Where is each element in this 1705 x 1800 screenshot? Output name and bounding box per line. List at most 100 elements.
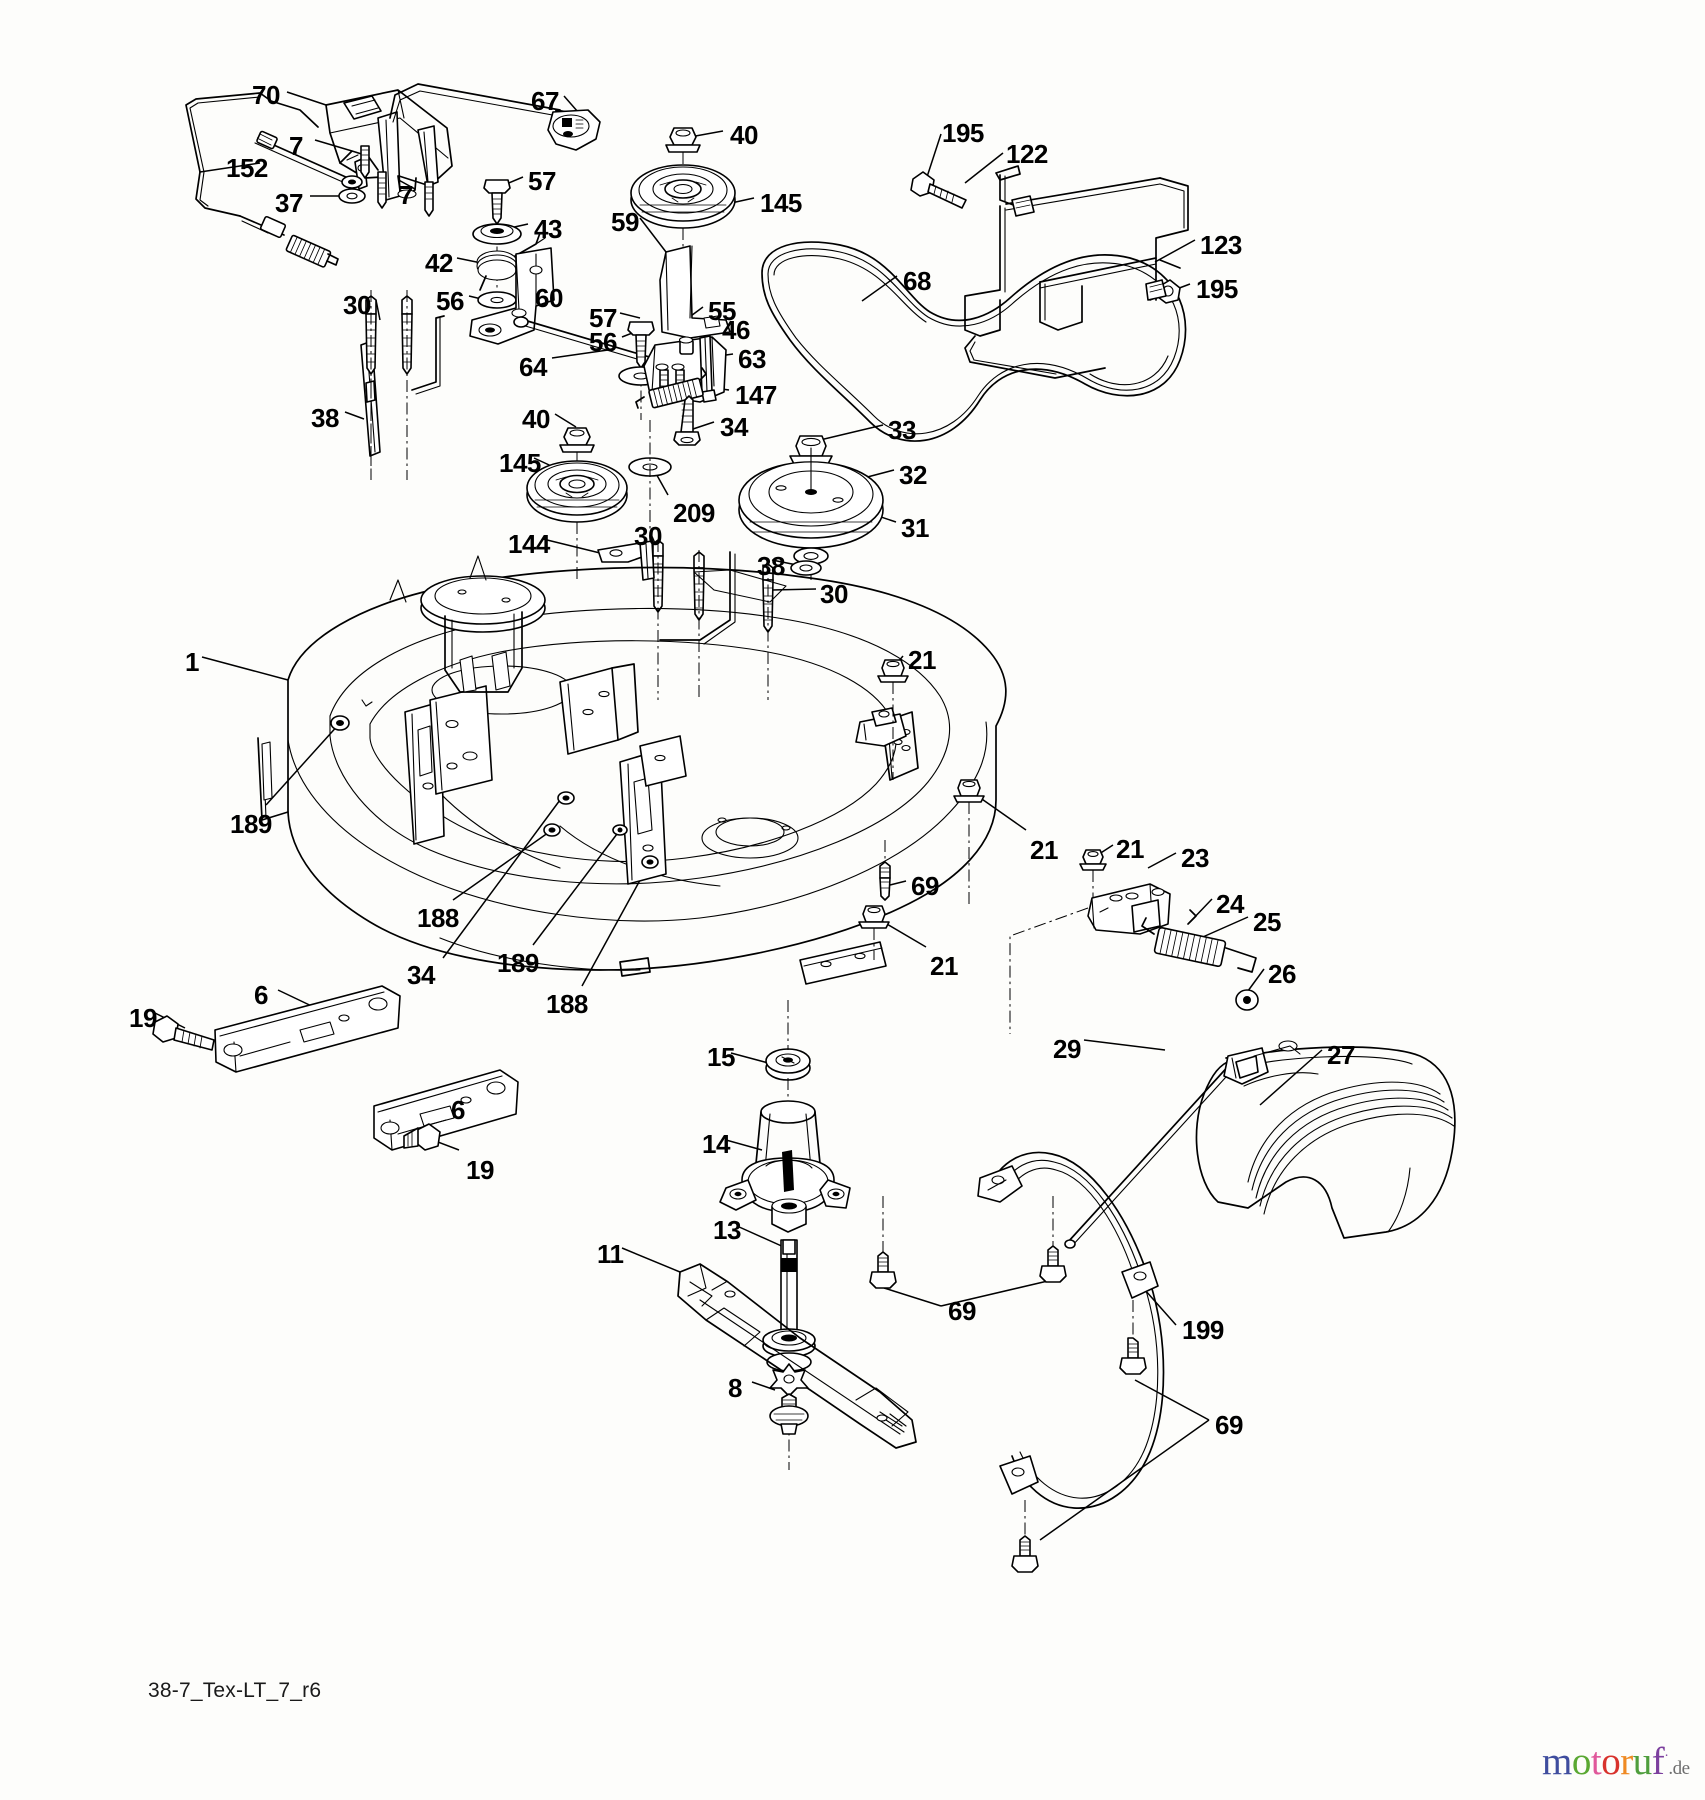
- callout-189a: 189: [230, 809, 272, 839]
- callout-60: 60: [535, 283, 563, 313]
- callout-40a: 40: [730, 120, 758, 150]
- drawing-revision-code: 38-7_Tex-LT_7_r6: [148, 1679, 322, 1702]
- part-guide-rod-123: [964, 177, 1189, 379]
- callout-33: 33: [888, 415, 916, 445]
- callout-46: 46: [722, 315, 750, 345]
- callout-37: 37: [275, 188, 303, 218]
- callout-123: 123: [1200, 230, 1242, 260]
- watermark-letter-t: t: [1590, 1740, 1602, 1783]
- callout-147: 147: [735, 380, 777, 410]
- part-carriage-bolts-30bc: [652, 539, 774, 700]
- callout-11: 11: [597, 1239, 624, 1269]
- part-idler-spring-rod: [185, 92, 363, 268]
- callout-21c: 21: [1116, 834, 1144, 864]
- part-spacer-bushing-43: [472, 223, 522, 245]
- callout-27: 27: [1327, 1040, 1355, 1070]
- callout-189b: 189: [497, 948, 539, 978]
- part-hex-bolt-69d: [1119, 1300, 1147, 1375]
- watermark-letter-o2: o: [1601, 1740, 1621, 1783]
- callout-21a: 21: [908, 645, 936, 675]
- callout-31: 31: [901, 513, 929, 543]
- callout-59: 59: [611, 207, 639, 237]
- callout-122: 122: [1006, 139, 1048, 169]
- part-torsion-spring-42: [476, 232, 546, 291]
- callout-67: 67: [531, 86, 559, 116]
- part-retainer-washer-26: [1235, 989, 1259, 1011]
- part-hex-bolt-19a: [152, 1015, 215, 1051]
- callout-69c: 69: [1215, 1410, 1243, 1440]
- callout-32: 32: [899, 460, 927, 490]
- part-flat-washer-209: [628, 420, 672, 560]
- watermark-letter-r: r: [1620, 1740, 1633, 1783]
- part-hex-bolt-34a: [673, 395, 701, 446]
- callout-69b: 69: [948, 1296, 976, 1326]
- part-v-belt-68: [761, 241, 1187, 442]
- part-bent-rod-38: [659, 551, 736, 645]
- callout-68: 68: [903, 266, 931, 296]
- callout-55: 55: [708, 296, 736, 326]
- callout-19a: 19: [129, 1003, 157, 1033]
- part-flat-idler-pulley-145b: [526, 460, 628, 580]
- part-blade-spindle-shaft-13: [762, 1239, 816, 1470]
- part-washer-38b: [790, 560, 822, 576]
- part-deck-link-arm-6a: [214, 985, 401, 1073]
- callout-64: 64: [519, 352, 547, 382]
- deck-spindle-left: [420, 575, 546, 693]
- watermark-letter-u: u: [1632, 1740, 1653, 1783]
- part-deck-link-arm-6b: [373, 1069, 519, 1151]
- callout-42: 42: [425, 248, 453, 278]
- callout-34b: 34: [407, 960, 435, 990]
- part-hex-bolt-69a: [879, 840, 891, 901]
- part-flange-lock-nut-40a: [665, 127, 701, 230]
- callout-43: 43: [534, 214, 562, 244]
- callout-188b: 188: [546, 989, 588, 1019]
- part-extension-spring-147: [635, 367, 707, 409]
- callout-145b: 145: [499, 448, 541, 478]
- bracket-clamp-122: [1011, 195, 1035, 217]
- part-belt-keeper-63: [699, 335, 717, 403]
- bracket-clamp-123: [1145, 279, 1167, 301]
- callout-21b: 21: [1030, 835, 1058, 865]
- part-hex-flange-screw-195a: [910, 171, 967, 209]
- callout-56b: 56: [589, 327, 617, 357]
- callout-1: 1: [185, 647, 199, 677]
- callout-7b: 7: [399, 180, 413, 210]
- callout-25: 25: [1253, 907, 1281, 937]
- callout-29: 29: [1053, 1034, 1081, 1064]
- part-hex-bolt-19b: [403, 1123, 441, 1151]
- part-flat-washer-56a: [477, 291, 517, 309]
- part-hex-bolt-69b: [869, 1196, 897, 1289]
- callout-8: 8: [728, 1373, 742, 1403]
- callout-144: 144: [508, 529, 550, 559]
- callout-199: 199: [1182, 1315, 1224, 1345]
- part-mandrel-housing-14: [719, 1100, 851, 1233]
- callout-38a: 38: [311, 403, 339, 433]
- callout-152: 152: [226, 153, 268, 183]
- part-mower-deck-housing-1: [257, 555, 1007, 985]
- part-belt-guide-144: [597, 540, 655, 581]
- callout-195b: 195: [1196, 274, 1238, 304]
- part-flat-idler-pulley-145a: [630, 164, 736, 290]
- callout-23: 23: [1181, 843, 1209, 873]
- callout-56a: 56: [436, 286, 464, 316]
- part-mandrel-spacer-15: [765, 1000, 811, 1106]
- callout-26: 26: [1268, 959, 1296, 989]
- part-lock-nut-21b: [953, 779, 985, 906]
- callout-13: 13: [713, 1215, 741, 1245]
- callout-57b: 57: [589, 303, 617, 333]
- callout-19b: 19: [466, 1155, 494, 1185]
- callout-7a: 7: [289, 131, 303, 161]
- part-flat-washer-37: [338, 188, 366, 204]
- part-lock-nut-21c: [1079, 849, 1107, 902]
- callout-6b: 6: [451, 1095, 465, 1125]
- rivet-indicators: [337, 720, 653, 865]
- part-hex-bolt-69e: [1011, 1500, 1039, 1573]
- part-chute-torsion-spring-25: [1141, 917, 1257, 973]
- watermark-dot: ·: [1664, 1749, 1669, 1764]
- callout-145a: 145: [760, 188, 802, 218]
- callout-38b: 38: [757, 551, 785, 581]
- callout-30b: 30: [634, 521, 662, 551]
- callout-30a: 30: [343, 290, 371, 320]
- part-shoulder-bolts: [360, 145, 434, 217]
